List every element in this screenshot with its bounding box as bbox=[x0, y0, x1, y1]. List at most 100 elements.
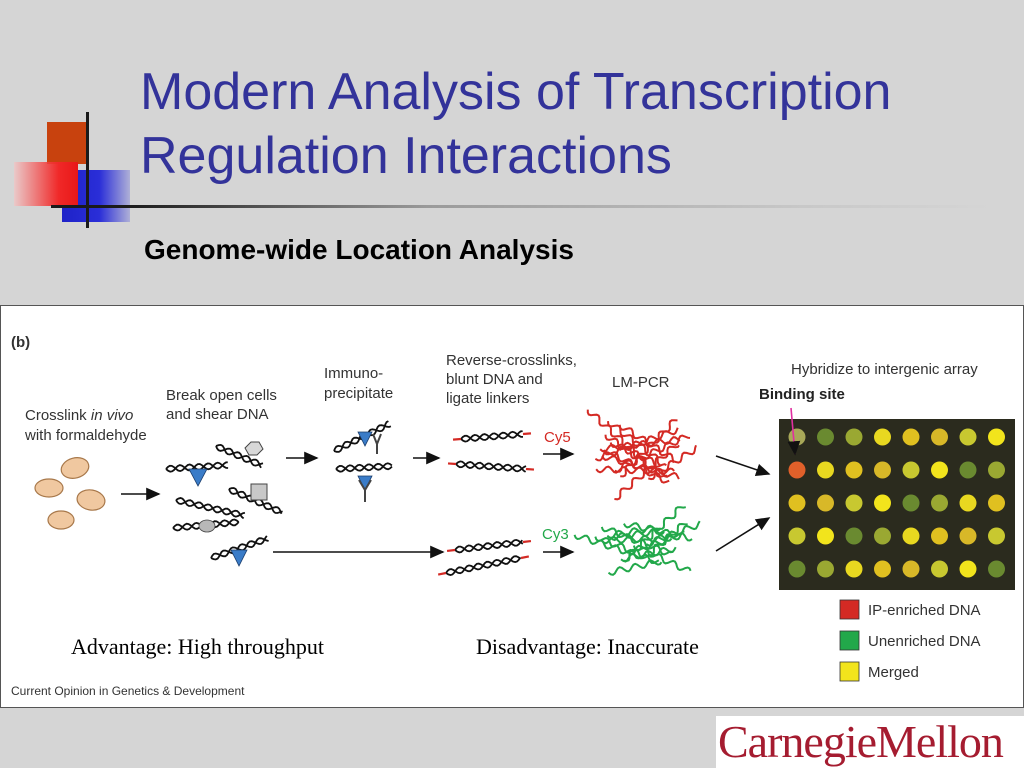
array-spot bbox=[902, 494, 920, 512]
array-spot bbox=[959, 494, 977, 512]
step-crosslink-label-2: with formaldehyde bbox=[24, 427, 147, 444]
array-spot bbox=[959, 527, 977, 545]
step-reverse-label-2: blunt DNA and bbox=[446, 371, 543, 388]
array-spot bbox=[931, 527, 948, 545]
panel-label: (b) bbox=[11, 334, 30, 351]
step-reverse-label-3: ligate linkers bbox=[446, 390, 529, 407]
decor-square-orange bbox=[47, 122, 89, 164]
pcr-strand bbox=[618, 424, 675, 464]
legend-label-merged: Merged bbox=[868, 664, 919, 681]
array-spot bbox=[845, 461, 863, 479]
array-spot bbox=[788, 428, 806, 446]
array-spot bbox=[788, 560, 806, 578]
array-spot bbox=[874, 494, 891, 512]
figure-svg: (b) Crosslink in vivo with formaldehyde … bbox=[11, 334, 1015, 698]
step-crosslink-label: Crosslink in vivo bbox=[25, 407, 133, 424]
legend-label-unenriched: Unenriched DNA bbox=[868, 633, 981, 650]
array-spot bbox=[902, 527, 920, 545]
advantage-text: Advantage: High throughput bbox=[71, 634, 324, 659]
pcr-strand bbox=[645, 520, 701, 547]
carnegie-mellon-logo: CarnegieMellon bbox=[716, 716, 1024, 768]
antibodies bbox=[358, 433, 382, 502]
array-spot bbox=[845, 428, 863, 446]
legend-swatch-ip bbox=[839, 599, 860, 620]
step-immuno-label-2: precipitate bbox=[324, 385, 393, 402]
array-spot bbox=[817, 560, 834, 578]
binding-site-pointer bbox=[787, 407, 801, 456]
slide-title-line-1: Modern Analysis of Transcription bbox=[140, 63, 892, 121]
dna-strand bbox=[447, 460, 535, 473]
source-citation: Current Opinion in Genetics & Developmen… bbox=[11, 684, 245, 698]
microarray-spots bbox=[788, 428, 1005, 578]
step-break-label-1: Break open cells bbox=[166, 387, 277, 404]
step-reverse-label-1: Reverse-crosslinks, bbox=[446, 352, 577, 369]
pcr-products-green bbox=[573, 506, 701, 576]
pcr-products-red bbox=[586, 409, 697, 501]
array-spot bbox=[988, 527, 1005, 545]
array-spot bbox=[817, 494, 834, 512]
array-spot bbox=[931, 428, 948, 446]
disadvantage-text: Disadvantage: Inaccurate bbox=[476, 634, 699, 659]
array-spot bbox=[845, 527, 863, 545]
legend-swatch-unenriched bbox=[839, 630, 860, 651]
step-crosslink-text: Crosslink bbox=[25, 407, 87, 424]
array-spot bbox=[959, 428, 977, 446]
pcr-strand bbox=[595, 465, 675, 476]
pcr-strand bbox=[627, 530, 685, 556]
array-spot bbox=[874, 560, 891, 578]
step-crosslink-italic: in vivo bbox=[91, 407, 134, 424]
step-lmpcr-label: LM-PCR bbox=[612, 374, 670, 391]
pcr-strand bbox=[609, 442, 667, 468]
step-hybridize-label: Hybridize to intergenic array bbox=[791, 361, 978, 378]
legend-swatch-merged bbox=[839, 661, 860, 682]
array-spot bbox=[988, 560, 1005, 578]
location-analysis-figure: (b) Crosslink in vivo with formaldehyde … bbox=[0, 305, 1024, 708]
array-spot bbox=[845, 560, 863, 578]
dna-strand bbox=[175, 497, 246, 520]
array-spot bbox=[788, 494, 806, 512]
slide-title-line-2: Regulation Interactions bbox=[140, 127, 672, 185]
pcr-strand bbox=[623, 506, 686, 563]
decor-vertical-line bbox=[86, 112, 89, 228]
array-spot bbox=[988, 494, 1005, 512]
array-spot bbox=[817, 527, 834, 545]
dna-strand bbox=[452, 430, 532, 443]
array-spot bbox=[931, 461, 948, 479]
pcr-strand bbox=[599, 436, 681, 453]
yeast-cells bbox=[34, 457, 106, 530]
array-spot bbox=[988, 428, 1005, 446]
pcr-strand bbox=[607, 559, 663, 576]
legend: IP-enriched DNA Unenriched DNA Merged bbox=[839, 599, 981, 682]
pcr-strand bbox=[600, 534, 673, 545]
array-spot bbox=[788, 527, 806, 545]
slide-title: Modern Analysis of Transcription Regulat… bbox=[140, 60, 891, 188]
array-spot bbox=[931, 560, 948, 578]
pcr-strand bbox=[601, 455, 680, 480]
binding-site-label: Binding site bbox=[759, 386, 845, 403]
pcr-strand bbox=[586, 409, 654, 470]
array-spot bbox=[988, 461, 1005, 479]
microarray-background bbox=[779, 419, 1015, 590]
array-spot bbox=[959, 461, 977, 479]
array-spot bbox=[902, 560, 920, 578]
dna-bound-proteins bbox=[188, 431, 373, 567]
array-spot bbox=[817, 461, 834, 479]
array-spot bbox=[902, 428, 920, 446]
logo-text: CarnegieMellon bbox=[718, 716, 1004, 767]
array-spot bbox=[788, 461, 806, 479]
dna-strand bbox=[335, 462, 393, 473]
array-spot bbox=[845, 494, 863, 512]
step-immuno-label-1: Immuno- bbox=[324, 365, 383, 382]
slide-subtitle: Genome-wide Location Analysis bbox=[144, 234, 574, 265]
array-spot bbox=[817, 428, 834, 446]
array-spot bbox=[874, 428, 891, 446]
pcr-strand bbox=[573, 534, 660, 565]
process-arrows bbox=[121, 447, 771, 559]
array-spot bbox=[931, 494, 948, 512]
pcr-strand bbox=[614, 434, 691, 473]
array-spot bbox=[874, 461, 891, 479]
decor-square-red bbox=[14, 162, 78, 206]
array-spot bbox=[959, 560, 977, 578]
array-spot bbox=[874, 527, 891, 545]
pcr-strand bbox=[607, 421, 661, 466]
